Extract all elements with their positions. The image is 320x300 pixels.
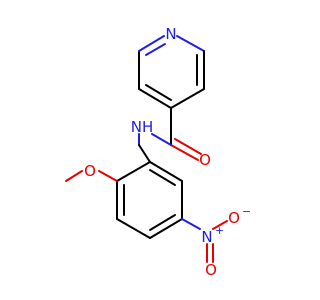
molecule-diagram: N NH O O N + O − O [65,25,252,279]
bond-benzene-methoxy-o [98,170,118,182]
pyridine-nitrogen: N [165,25,177,43]
bond-nitro-n-o-single [212,220,228,230]
bond-benzene-c6-c1-inner [149,169,176,186]
bond-benzene-c4-c5-inner [149,214,176,231]
amide-nh-label: NH [130,118,154,136]
nitro-nitrogen-positive-charge: + [215,224,225,237]
bond-pyridine-c6-n-inner [145,43,166,56]
nitro-oxygen-negative-charge: − [242,205,252,218]
bond-benzene-c4-c5 [149,218,183,239]
bond-pyridine-c6-n [138,35,165,52]
nitro-oxygen-single: O [228,209,240,227]
bond-benzene-c1-c2 [116,161,151,182]
bond-benzene-nitro-n [181,218,201,230]
bond-carbonyl-nh [151,133,172,146]
bond-lines [65,35,228,263]
methoxy-oxygen: O [84,162,96,180]
bond-pyridine-n-c2 [176,35,205,52]
bond-nh-aryl-lower [138,144,151,163]
bond-pyridine-c3-c4 [170,88,205,109]
bond-carbonyl-o-double [174,138,202,155]
bond-methoxy-o-ch3 [65,170,83,182]
bond-benzene-c3-c4 [116,218,151,239]
carbonyl-oxygen: O [199,151,211,169]
nitro-oxygen-double: O [205,261,217,279]
nitro-nitrogen: N [201,228,213,246]
bond-benzene-c6-c1 [149,161,183,182]
bond-pyridine-c4-c5-inner [145,84,172,101]
bond-pyridine-c4-c5 [138,88,172,109]
bond-carbonyl-o [170,144,199,161]
